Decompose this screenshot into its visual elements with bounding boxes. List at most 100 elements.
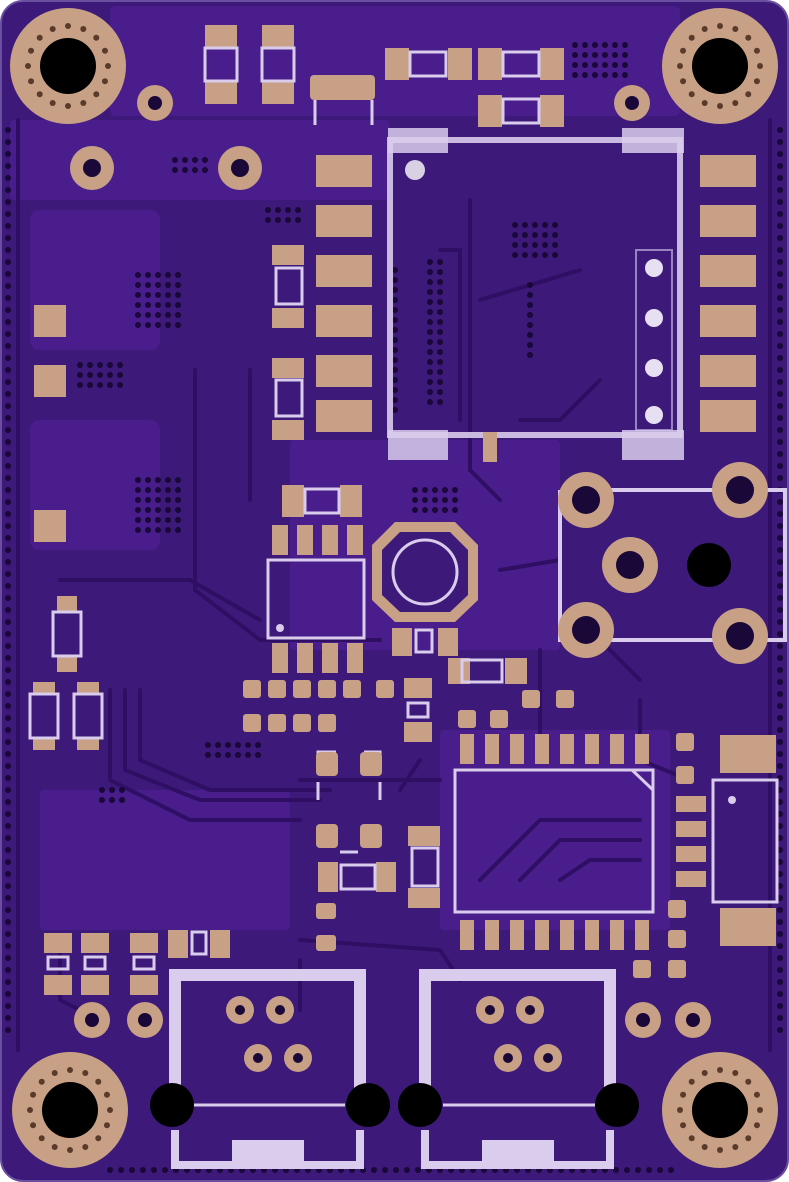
via xyxy=(392,377,398,383)
via xyxy=(437,379,443,385)
via xyxy=(668,1167,674,1173)
via xyxy=(205,742,211,748)
via xyxy=(107,382,113,388)
through-hole-drills xyxy=(83,96,700,1027)
ring-dot xyxy=(25,63,31,69)
via xyxy=(5,259,11,265)
sd-socket-pads xyxy=(316,155,756,432)
via xyxy=(392,277,398,283)
via xyxy=(392,317,398,323)
via xyxy=(392,307,398,313)
via xyxy=(155,302,161,308)
via xyxy=(135,272,141,278)
via xyxy=(622,42,628,48)
via xyxy=(77,372,83,378)
ic-pin xyxy=(460,734,474,764)
via xyxy=(275,217,281,223)
via xyxy=(427,269,433,275)
via xyxy=(777,283,783,289)
ring-dot xyxy=(101,47,108,54)
via xyxy=(215,742,221,748)
via xyxy=(145,292,151,298)
ring-dot xyxy=(680,1091,687,1098)
ring-dot xyxy=(49,99,56,106)
via xyxy=(777,187,783,193)
via xyxy=(182,157,188,163)
via xyxy=(5,991,11,997)
via xyxy=(427,349,433,355)
via xyxy=(777,403,783,409)
via xyxy=(392,327,398,333)
via xyxy=(275,207,281,213)
via xyxy=(5,643,11,649)
via xyxy=(392,367,398,373)
via xyxy=(5,763,11,769)
via xyxy=(165,507,171,513)
via xyxy=(777,367,783,373)
via xyxy=(5,547,11,553)
passive-pad xyxy=(243,714,261,732)
via xyxy=(135,282,141,288)
via xyxy=(777,679,783,685)
via xyxy=(5,331,11,337)
via xyxy=(107,1167,113,1173)
via xyxy=(777,1015,783,1021)
via xyxy=(442,507,448,513)
via xyxy=(5,739,11,745)
ring-dot xyxy=(28,78,35,85)
via xyxy=(542,242,548,248)
passive-pad xyxy=(376,680,394,698)
via xyxy=(145,322,151,328)
via xyxy=(777,127,783,133)
ring-dot xyxy=(701,1143,708,1150)
via xyxy=(437,319,443,325)
via xyxy=(175,527,181,533)
ring-dot xyxy=(27,1107,33,1113)
via xyxy=(5,895,11,901)
ic-pin xyxy=(535,920,549,950)
via xyxy=(255,752,261,758)
via xyxy=(777,223,783,229)
main-ic-qfn xyxy=(453,768,655,914)
via xyxy=(145,517,151,523)
via xyxy=(622,52,628,58)
passives-left-silk xyxy=(28,610,104,740)
via xyxy=(437,289,443,295)
via xyxy=(527,292,533,298)
via xyxy=(777,643,783,649)
via xyxy=(135,487,141,493)
via xyxy=(522,222,528,228)
via xyxy=(5,919,11,925)
via xyxy=(155,517,161,523)
via xyxy=(5,943,11,949)
via xyxy=(155,507,161,513)
via xyxy=(437,369,443,375)
via xyxy=(165,292,171,298)
via xyxy=(295,207,301,213)
via xyxy=(5,211,11,217)
via xyxy=(117,372,123,378)
via xyxy=(777,595,783,601)
vias xyxy=(5,42,783,1173)
via xyxy=(582,52,588,58)
via xyxy=(5,691,11,697)
ic-pin xyxy=(560,734,574,764)
via xyxy=(109,797,115,803)
via xyxy=(522,242,528,248)
via xyxy=(5,619,11,625)
ring-dot xyxy=(732,1070,739,1077)
via xyxy=(552,232,558,238)
ic-pin xyxy=(560,920,574,950)
ring-dot xyxy=(753,78,760,85)
ring-dot xyxy=(93,34,100,41)
via xyxy=(5,583,11,589)
ring-dot xyxy=(67,1147,73,1153)
via xyxy=(175,507,181,513)
via xyxy=(135,312,141,318)
ring-dot xyxy=(688,34,695,41)
ring-dot xyxy=(80,26,87,33)
passive-pad xyxy=(318,714,336,732)
via xyxy=(175,517,181,523)
via xyxy=(165,487,171,493)
